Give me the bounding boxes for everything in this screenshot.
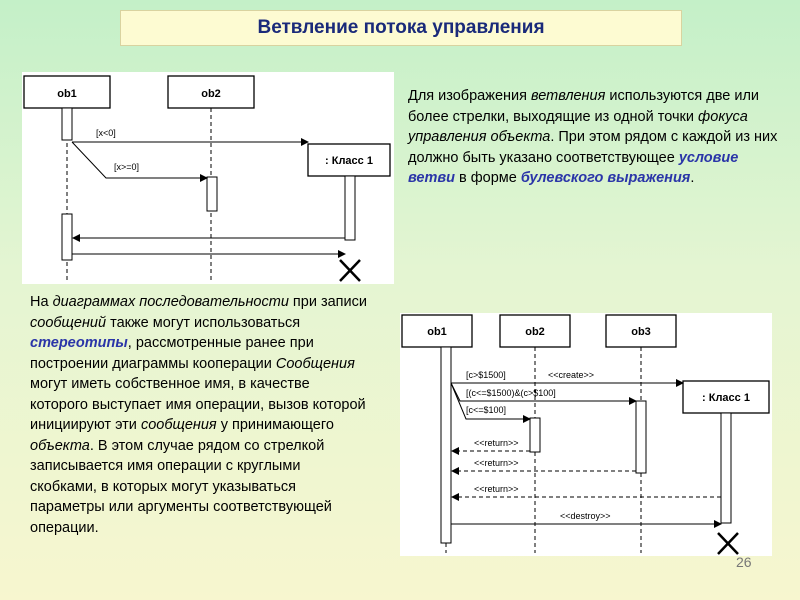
d2-m2-label: [(c<=$1500)&(c>$100] bbox=[466, 388, 556, 398]
text-run: . bbox=[690, 170, 695, 186]
d2-ob1-activation bbox=[440, 346, 452, 544]
d2-ob1-box bbox=[401, 314, 473, 348]
d1-klass-activation bbox=[344, 175, 356, 241]
d2-ob3-label: ob3 bbox=[631, 326, 651, 338]
sequence-diagram-1: ob1 ob2 : Класс 1 [x<0] [x>=0] bbox=[22, 72, 394, 284]
d2-klass-box bbox=[682, 380, 770, 414]
text-run: . В этом случае рядом со стрелкой записы… bbox=[30, 437, 332, 536]
d2-destroy-label: <<destroy>> bbox=[560, 511, 611, 521]
d2-ob2-box bbox=[499, 314, 571, 348]
d1-ob2-activation bbox=[206, 176, 218, 212]
text-run: условие ветви bbox=[408, 149, 739, 187]
d1-ob1-activation-1 bbox=[61, 107, 73, 141]
diagram-1-svg: ob1 ob2 : Класс 1 [x<0] [x>=0] bbox=[23, 75, 391, 282]
d2-klass-activation bbox=[720, 412, 732, 524]
d2-ret1-label: <<return>> bbox=[474, 438, 519, 448]
d1-ob1-activation-2 bbox=[61, 213, 73, 261]
d1-cond1-label: [x<0] bbox=[96, 128, 116, 138]
text-run: при записи bbox=[288, 294, 367, 310]
d2-klass-label: : Класс 1 bbox=[702, 392, 750, 404]
d1-cond2-label: [x>=0] bbox=[114, 162, 139, 172]
text-run: также могут использоваться bbox=[106, 314, 301, 331]
branching-description: Для изображения ветвления используются д… bbox=[408, 86, 778, 189]
d2-ob3-activation bbox=[635, 400, 647, 474]
d2-ob2-label: ob2 bbox=[525, 326, 545, 338]
diagram-2-svg: ob1 ob2 ob3 : Класс 1 [c>$1500] <<create… bbox=[401, 314, 770, 555]
text-run: у принимающего bbox=[216, 417, 334, 433]
text-run: Для изображения bbox=[408, 88, 531, 104]
text-run: На bbox=[30, 294, 53, 310]
d2-arrow-m3 bbox=[450, 382, 531, 423]
text-run: булевского выражения bbox=[520, 170, 691, 186]
d2-ob1-label: ob1 bbox=[427, 326, 447, 338]
d1-destroy-cross bbox=[339, 259, 361, 282]
text-run: фокуса управления объекта bbox=[408, 108, 748, 146]
d1-klass-label: : Класс 1 bbox=[325, 155, 373, 167]
text-run: , рассмотренные ранее при построении диа… bbox=[30, 335, 314, 372]
d1-arrow-cond2 bbox=[71, 141, 208, 182]
d2-m3-label: [c<=$100] bbox=[466, 405, 506, 415]
sequence-diagram-2: ob1 ob2 ob3 : Класс 1 [c>$1500] <<create… bbox=[400, 313, 772, 556]
d1-ob2-label: ob2 bbox=[201, 88, 221, 100]
d2-ret2-label: <<return>> bbox=[474, 458, 519, 468]
text-run: Сообщения bbox=[275, 355, 355, 372]
d1-ob1-box bbox=[23, 75, 111, 109]
d1-ob1-label: ob1 bbox=[57, 88, 77, 100]
d1-ob2-box bbox=[167, 75, 255, 109]
text-run: используются две или более стрелки, выхо… bbox=[408, 88, 760, 125]
d2-m1b-label: <<create>> bbox=[548, 370, 594, 380]
text-run: ветвления bbox=[531, 88, 606, 104]
text-run: объекта bbox=[30, 437, 90, 454]
text-run: сообщений bbox=[30, 314, 107, 331]
d2-destroy-cross bbox=[717, 532, 739, 555]
slide-title: Ветвление потока управления bbox=[257, 17, 545, 38]
page-number: 26 bbox=[736, 554, 752, 570]
slide-title-box: Ветвление потока управления bbox=[120, 10, 682, 46]
d2-m1-label: [c>$1500] bbox=[466, 370, 506, 380]
d2-ob2-activation bbox=[529, 417, 541, 453]
text-run: в форме bbox=[454, 170, 521, 186]
text-run: . При этом рядом с каждой из них должно … bbox=[408, 129, 778, 166]
messages-description: На диаграммах последовательности при зап… bbox=[30, 292, 370, 538]
text-run: стереотипы bbox=[30, 335, 128, 351]
d2-ret3-label: <<return>> bbox=[474, 484, 519, 494]
d1-klass-box bbox=[307, 143, 391, 177]
text-run: могут иметь собственное имя, в качестве … bbox=[30, 376, 366, 433]
text-run: диаграммах последовательности bbox=[52, 294, 289, 310]
text-run: сообщения bbox=[140, 417, 217, 433]
d2-ob3-box bbox=[605, 314, 677, 348]
